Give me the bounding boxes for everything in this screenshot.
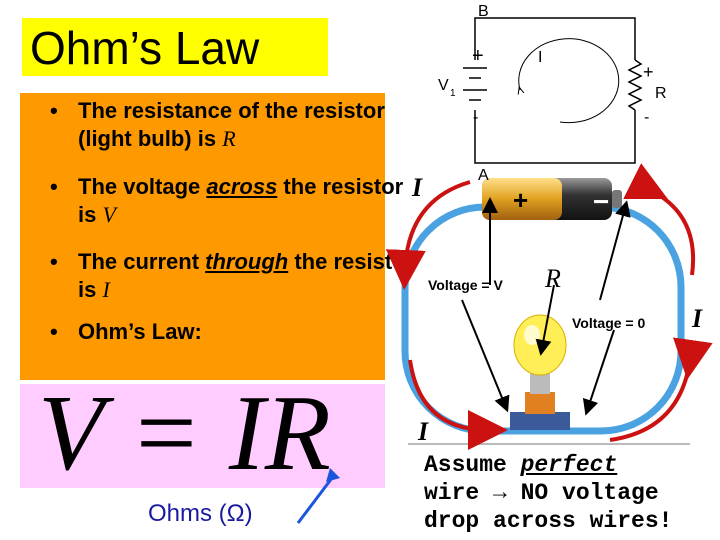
probe-arrow <box>599 200 631 301</box>
current-label-bottom: I <box>417 417 429 446</box>
battery-plus-label: + <box>513 185 528 215</box>
probe-arrow <box>535 284 555 356</box>
schematic <box>463 17 643 164</box>
assume-text: Assume <box>424 452 521 478</box>
node-b-label: B <box>478 3 489 20</box>
resistor-zigzag <box>627 59 643 111</box>
current-arrow-top-right <box>623 163 695 276</box>
current-arrow-bottom-left <box>408 359 508 450</box>
assume-text: wire → NO voltage <box>424 480 659 506</box>
bullet-var: R <box>222 126 236 151</box>
equation-panel <box>20 384 385 488</box>
current-arc <box>519 38 620 124</box>
bullet-emphasis: across <box>206 174 278 199</box>
ohms-unit-label: Ohms (Ω) <box>148 500 253 527</box>
resistor-label: R <box>655 85 667 102</box>
bullet-var: I <box>102 277 110 302</box>
current-label-right: I <box>691 304 703 333</box>
bullet-dot: • <box>50 174 58 199</box>
current-label-top: I <box>411 173 423 202</box>
bulb-icon <box>510 314 570 430</box>
bullet-text: The voltage <box>78 174 207 199</box>
bullet-text: Ohm’s Law: <box>78 319 202 344</box>
ohms-pointer-arrow <box>296 477 334 524</box>
node-a-label: A <box>478 167 489 184</box>
bullet-text: The current <box>78 249 206 274</box>
source-label: V <box>438 77 449 94</box>
source-gap <box>468 60 484 110</box>
resistor-r-label: R <box>544 264 561 293</box>
probe-arrow <box>461 299 510 413</box>
assume-text: drop across wires! <box>424 508 673 534</box>
assumption-note: Assume perfect wire → NO voltage drop ac… <box>424 451 672 535</box>
bullet-text: The resistance of the resistor (light bu… <box>78 98 385 151</box>
title-highlight <box>22 18 328 76</box>
bullet-text: the resistor is <box>78 174 404 227</box>
ohms-law-equation: V = IR <box>38 374 331 493</box>
current-arrow-top-left <box>385 180 471 290</box>
plus-sign: + <box>643 62 654 82</box>
plus-sign: + <box>472 45 484 67</box>
source-subscript: 1 <box>450 88 456 99</box>
bullet-emphasis: through <box>205 249 289 274</box>
ohms-pointer-head <box>326 468 340 482</box>
bullet-dot: • <box>50 319 58 344</box>
probe-arrow <box>582 329 615 416</box>
bullet-dot: • <box>50 249 58 274</box>
bullet-var: V <box>102 202 116 227</box>
minus-sign: - <box>644 109 649 126</box>
voltage-zero-label: Voltage = 0 <box>572 315 645 331</box>
voltage-v-label: Voltage = V <box>428 277 503 293</box>
bullet-dot: • <box>50 98 58 123</box>
slide-title: Ohm’s Law <box>30 22 260 74</box>
assume-emphasis: perfect <box>520 452 618 478</box>
minus-sign: - <box>473 109 478 126</box>
battery-minus-label: − <box>593 186 609 217</box>
current-label: I <box>538 49 542 66</box>
current-arrow-bottom-right <box>609 337 713 442</box>
